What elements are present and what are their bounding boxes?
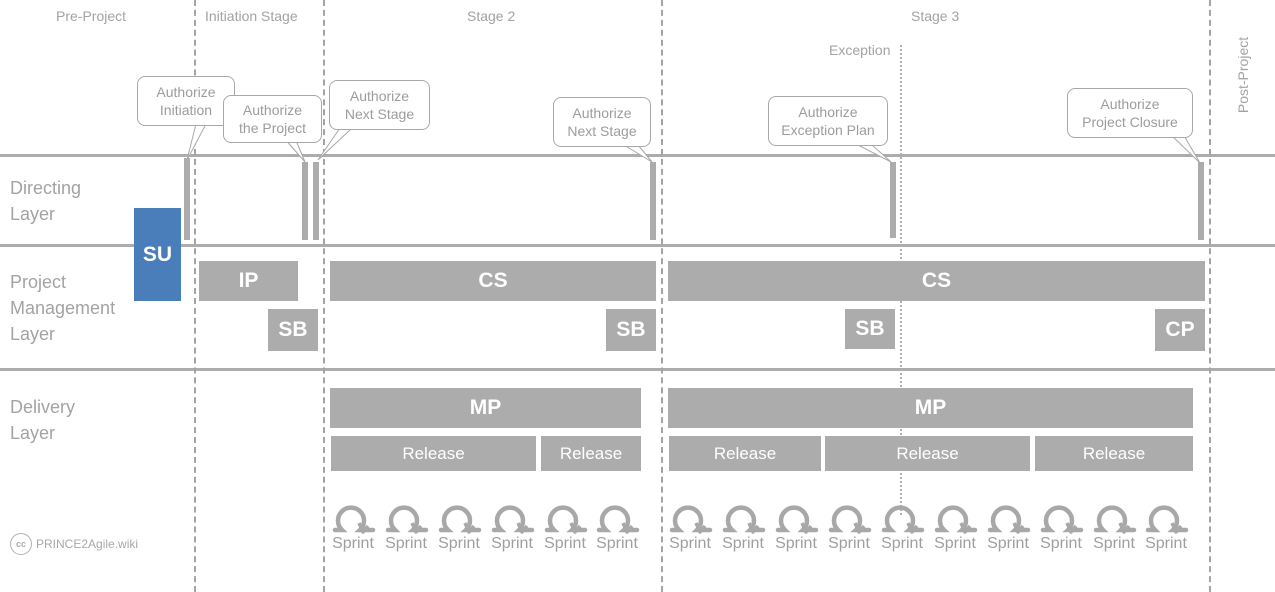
pm-layer-top-line (0, 244, 1275, 247)
sprint-label: Sprint (775, 535, 817, 552)
release-stage2-2: Release (541, 436, 641, 471)
callout-authorize-next-stage-1: Authorize Next Stage (329, 80, 430, 130)
sprint-loop-icon (775, 505, 819, 534)
release-stage3-2: Release (825, 436, 1030, 471)
sprint-loop-icon (385, 505, 429, 534)
release-stage3-3: Release (1035, 436, 1193, 471)
release-stage2-1: Release (331, 436, 536, 471)
sprint-label: Sprint (934, 535, 976, 552)
sprint-label: Sprint (828, 535, 870, 552)
sprint: Sprint (1035, 497, 1087, 557)
layer-label-directing: Directing Layer (10, 178, 82, 224)
sprint-loop-icon (669, 505, 713, 534)
prince2agile-logo: cc PRINCE2Agile.wiki (10, 533, 138, 555)
stage-boundary-stage2 (323, 0, 325, 592)
process-sb-stage2: SB (606, 309, 656, 351)
callout-authorize-initiation: Authorize Initiation (137, 76, 235, 126)
sprint-label: Sprint (1145, 535, 1187, 552)
sprint-label: Sprint (596, 535, 638, 552)
sprint-loop-icon (491, 505, 535, 534)
layer-label-delivery: Delivery Layer (10, 397, 76, 443)
sprint: Sprint (664, 497, 716, 557)
sprint: Sprint (823, 497, 875, 557)
sprint-loop-icon (722, 505, 766, 534)
sprint-label: Sprint (1040, 535, 1082, 552)
release-stage3-1: Release (669, 436, 821, 471)
sprint-label: Sprint (881, 535, 923, 552)
sprint-label: Sprint (1093, 535, 1135, 552)
process-mp-stage2: MP (330, 388, 641, 428)
decision-bar-next-stage-1 (313, 162, 319, 240)
process-mp-stage3: MP (668, 388, 1193, 428)
sprint-label: Sprint (722, 535, 764, 552)
sprint-loop-icon (987, 505, 1031, 534)
sprint-label: Sprint (987, 535, 1029, 552)
sprint-label: Sprint (438, 535, 480, 552)
sprint-loop-icon (1093, 505, 1137, 534)
callout-authorize-next-stage-2: Authorize Next Stage (553, 97, 651, 147)
sprint-loop-icon (881, 505, 925, 534)
stage-boundary-stage3 (661, 0, 663, 592)
sprint-loop-icon (934, 505, 978, 534)
process-cp: CP (1155, 309, 1205, 351)
process-sb-initiation: SB (268, 309, 318, 351)
delivery-layer-top-line (0, 368, 1275, 371)
sprint: Sprint (433, 497, 485, 557)
stage-label-stage2: Stage 2 (467, 8, 516, 24)
process-sb-exception: SB (845, 309, 895, 349)
sprint: Sprint (1140, 497, 1192, 557)
sprint: Sprint (770, 497, 822, 557)
decision-bar-project (302, 162, 308, 240)
callout-authorize-project: Authorize the Project (223, 95, 322, 143)
logo-text: PRINCE2Agile.wiki (36, 537, 139, 551)
process-su: SU (134, 208, 181, 301)
sprint-label: Sprint (385, 535, 427, 552)
decision-bar-next-stage-2 (650, 162, 656, 240)
sprint-label: Sprint (669, 535, 711, 552)
sprint: Sprint (717, 497, 769, 557)
sprint: Sprint (876, 497, 928, 557)
sprint: Sprint (327, 497, 379, 557)
sprint-loop-icon (438, 505, 482, 534)
decision-bar-initiation (184, 158, 190, 240)
process-cs-stage3: CS (668, 261, 1205, 301)
sprint-label: Sprint (544, 535, 586, 552)
sprint: Sprint (982, 497, 1034, 557)
creative-commons-icon: cc (10, 533, 32, 555)
sprint: Sprint (1088, 497, 1140, 557)
callout-authorize-exception-plan: Authorize Exception Plan (768, 96, 888, 146)
sprint: Sprint (929, 497, 981, 557)
layer-label-pm: Project Management Layer (10, 272, 116, 344)
decision-bar-closure (1198, 162, 1204, 240)
sprint: Sprint (486, 497, 538, 557)
sprint-loop-icon (596, 505, 640, 534)
stage-boundary-initiation (194, 0, 196, 592)
exception-label: Exception (829, 42, 891, 58)
sprint-loop-icon (1040, 505, 1084, 534)
sprint-loop-icon (1145, 505, 1189, 534)
process-ip: IP (199, 261, 298, 301)
directing-layer-top-line (0, 154, 1275, 157)
sprint-loop-icon (544, 505, 588, 534)
sprint: Sprint (591, 497, 643, 557)
decision-bar-exception-plan (890, 162, 896, 238)
stage-label-initiation: Initiation Stage (205, 8, 298, 24)
sprint-label: Sprint (491, 535, 533, 552)
process-cs-stage2: CS (330, 261, 656, 301)
stage-label-pre-project: Pre-Project (56, 8, 127, 24)
sprint: Sprint (380, 497, 432, 557)
sprint-loop-icon (828, 505, 872, 534)
callout-authorize-closure: Authorize Project Closure (1067, 88, 1193, 138)
stage-label-stage3: Stage 3 (911, 8, 960, 24)
stage-boundary-post-project (1209, 0, 1211, 592)
sprint-loop-icon (332, 505, 376, 534)
sprint: Sprint (539, 497, 591, 557)
sprint-label: Sprint (332, 535, 374, 552)
